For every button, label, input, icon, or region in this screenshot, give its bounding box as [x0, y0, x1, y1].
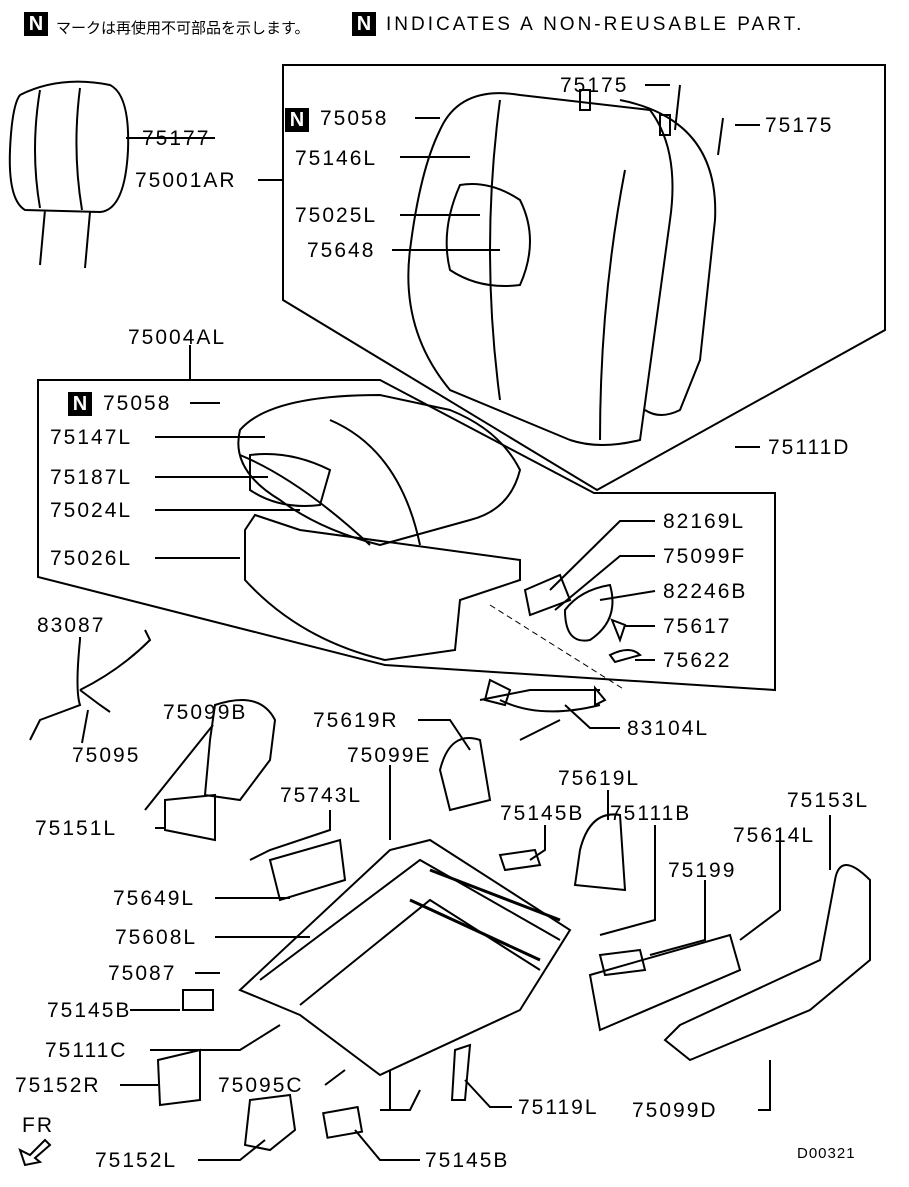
part-label: 75058	[320, 107, 389, 130]
front-arrow-icon	[18, 1138, 52, 1167]
part-label: 75099F	[663, 545, 747, 568]
part-label: 75146L	[295, 147, 378, 170]
part-label: 75145B	[47, 999, 132, 1022]
part-label: 75153L	[787, 789, 870, 812]
part-label: 75058	[103, 392, 172, 415]
front-indicator-label: FR	[22, 1114, 54, 1137]
part-label: 75614L	[733, 824, 816, 847]
part-label: 75617	[663, 615, 732, 638]
part-label: 75147L	[50, 426, 133, 449]
part-label: 75026L	[50, 547, 133, 570]
part-label: 75111D	[768, 436, 851, 459]
part-label: 75608L	[115, 926, 198, 949]
part-label: 75145B	[500, 802, 585, 825]
part-label: 75152L	[95, 1149, 178, 1172]
rail-cover-drawing	[588, 864, 871, 1062]
part-label: 75024L	[50, 499, 133, 522]
japanese-note: マークは再使用不可部品を示します。	[56, 20, 310, 37]
headrest-drawing	[8, 80, 130, 269]
part-label: 83087	[37, 614, 106, 637]
part-label: 82169L	[663, 510, 746, 533]
part-label: 83104L	[627, 717, 710, 740]
part-label: 75099E	[347, 744, 432, 767]
part-label: 75619R	[313, 709, 399, 732]
part-label: 75099D	[632, 1099, 718, 1122]
part-label: 75099B	[163, 701, 248, 724]
part-label: 75119L	[518, 1096, 599, 1119]
part-label: 75177	[142, 127, 211, 150]
part-label: 82246B	[663, 580, 748, 603]
non-reusable-mark: N	[68, 392, 92, 416]
part-label: 75175	[765, 114, 834, 137]
seat-cushion-drawing	[237, 393, 522, 547]
part-label: 75187L	[50, 466, 133, 489]
non-reusable-mark: N	[24, 12, 48, 36]
part-label: 75152R	[15, 1074, 101, 1097]
seatback-frame	[282, 64, 886, 492]
seat-pan-drawing	[244, 513, 521, 662]
part-label: 75111C	[45, 1039, 128, 1062]
part-label: 75622	[663, 649, 732, 672]
part-label: 75151L	[35, 817, 118, 840]
part-label: 75648	[307, 239, 376, 262]
part-label: 75649L	[113, 887, 196, 910]
non-reusable-mark: N	[352, 12, 376, 36]
part-label: 75619L	[558, 767, 641, 790]
part-label: 75145B	[425, 1149, 510, 1172]
non-reusable-mark: N	[285, 108, 309, 132]
cushion-frame	[37, 379, 776, 692]
part-label: 75087	[108, 962, 177, 985]
part-label: 75025L	[295, 204, 378, 227]
part-label: 75199	[668, 859, 737, 882]
part-label: 75095	[72, 744, 141, 767]
part-label: 75111B	[610, 802, 692, 825]
part-label: 75743L	[280, 784, 363, 807]
seatback-drawing	[407, 92, 717, 446]
part-label: 75001AR	[135, 169, 237, 192]
diagram-code: D00321	[797, 1145, 856, 1162]
part-label: 75004AL	[128, 326, 227, 349]
part-label: 75175	[560, 74, 629, 97]
seat-rail-frame	[238, 838, 572, 1111]
english-note: INDICATES A NON-REUSABLE PART.	[386, 14, 805, 35]
part-label: 75095C	[218, 1074, 304, 1097]
